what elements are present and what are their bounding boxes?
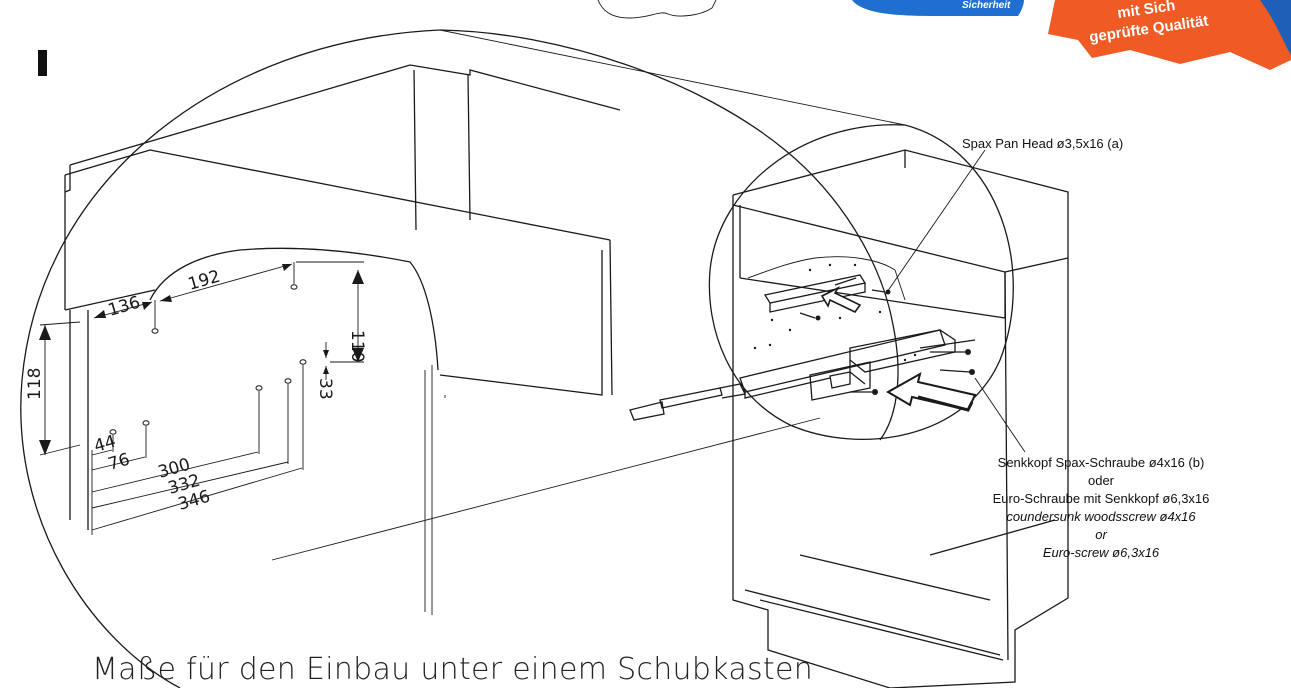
dim-136: 136 <box>106 293 143 321</box>
dim-118: 118 <box>25 368 45 400</box>
dim-110: 110 <box>347 330 367 362</box>
cabinet-drawing <box>629 124 1069 688</box>
label-or-de: oder <box>1088 473 1115 488</box>
label-pan-head: Spax Pan Head ø3,5x16 (a) <box>962 136 1123 151</box>
label-euro-en: Euro-screw ø6,3x16 <box>1043 545 1160 560</box>
seal-text: Sicherheit <box>962 0 1011 11</box>
label-euro-de: Euro-Schraube mit Senkkopf ø6,3x16 <box>993 491 1210 506</box>
arrow-icon <box>820 286 977 412</box>
dim-192: 192 <box>186 267 223 295</box>
quality-badge-logo: mit Sich geprüfte Qualität <box>1048 0 1291 70</box>
safety-seal-logo: Sicherheit <box>852 0 1024 16</box>
label-countersunk-en: coundersunk woodsscrew ø4x16 <box>1006 509 1196 524</box>
hand-icon <box>597 0 717 19</box>
label-or-en: or <box>1095 527 1107 542</box>
screw-icon <box>815 289 975 395</box>
section-marker <box>38 50 47 76</box>
label-countersunk-de: Senkkopf Spax-Schraube ø4x16 (b) <box>998 455 1205 470</box>
dim-33: 33 <box>315 378 335 400</box>
dim-76: 76 <box>106 450 132 475</box>
magnified-detail-view: 136 192 110 118 33 44 76 300 332 346 <box>20 29 906 688</box>
page-caption: Maße für den Einbau unter einem Schubkas… <box>92 652 814 687</box>
